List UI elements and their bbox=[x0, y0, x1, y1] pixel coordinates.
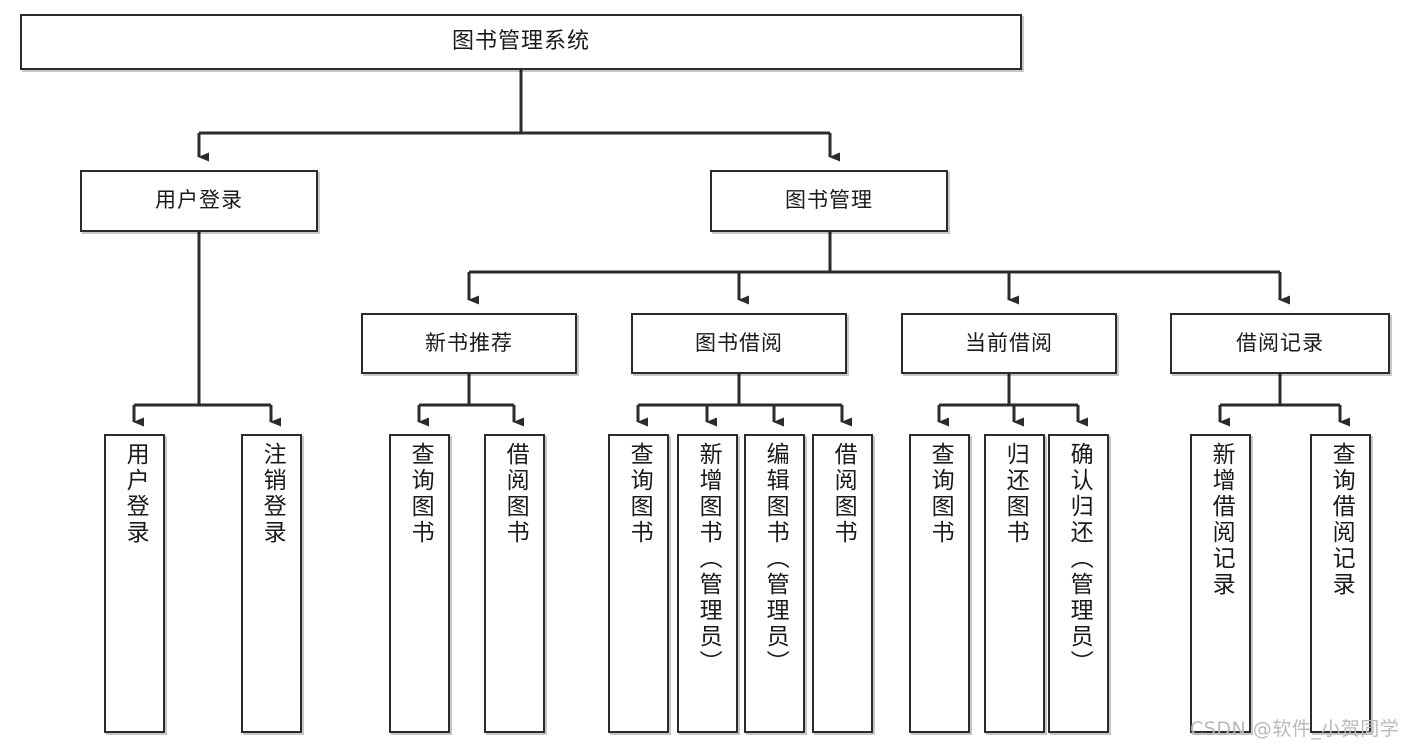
leaf-add-book-admin[interactable]: 新增图书（管理员） bbox=[677, 434, 738, 733]
leaf-borrow-book-newbook[interactable]: 借阅图书 bbox=[484, 434, 545, 733]
node-label: 查询借阅记录 bbox=[1328, 442, 1355, 598]
node-book-management[interactable]: 图书管理 bbox=[710, 170, 948, 232]
leaf-query-borrow-record[interactable]: 查询借阅记录 bbox=[1310, 434, 1371, 733]
node-label: 查询图书 bbox=[927, 442, 954, 546]
node-label: 新书推荐 bbox=[425, 330, 513, 355]
node-label: 图书管理系统 bbox=[451, 28, 590, 54]
leaf-confirm-return-admin[interactable]: 确认归还（管理员） bbox=[1048, 434, 1109, 733]
node-label: 编辑图书（管理员） bbox=[762, 442, 789, 676]
node-label: 借阅图书 bbox=[502, 442, 529, 546]
leaf-return-book[interactable]: 归还图书 bbox=[984, 434, 1045, 733]
node-label: 图书借阅 bbox=[695, 330, 783, 355]
node-label: 查询图书 bbox=[407, 442, 434, 546]
node-label: 图书管理 bbox=[785, 188, 873, 213]
leaf-add-borrow-record[interactable]: 新增借阅记录 bbox=[1190, 434, 1251, 733]
node-current-borrow[interactable]: 当前借阅 bbox=[901, 313, 1117, 374]
leaf-user-logout[interactable]: 注销登录 bbox=[241, 434, 302, 733]
node-label: 借阅图书 bbox=[830, 442, 857, 546]
node-label: 查询图书 bbox=[626, 442, 653, 546]
node-borrow-record[interactable]: 借阅记录 bbox=[1170, 313, 1390, 374]
leaf-query-book-borrow[interactable]: 查询图书 bbox=[608, 434, 669, 733]
node-new-book-recommend[interactable]: 新书推荐 bbox=[361, 313, 577, 374]
node-label: 用户登录 bbox=[155, 188, 243, 213]
leaf-edit-book-admin[interactable]: 编辑图书（管理员） bbox=[744, 434, 805, 733]
node-label: 借阅记录 bbox=[1236, 330, 1324, 355]
leaf-query-book-newbook[interactable]: 查询图书 bbox=[389, 434, 450, 733]
leaf-lend-book[interactable]: 借阅图书 bbox=[812, 434, 873, 733]
node-label: 当前借阅 bbox=[965, 330, 1053, 355]
node-label: 注销登录 bbox=[259, 442, 286, 546]
node-label: 用户登录 bbox=[122, 442, 149, 546]
watermark-text: CSDN @软件_小贺同学 bbox=[1190, 718, 1400, 740]
leaf-user-login[interactable]: 用户登录 bbox=[104, 434, 165, 733]
node-label: 确认归还（管理员） bbox=[1066, 442, 1093, 676]
node-label: 新增图书（管理员） bbox=[695, 442, 722, 676]
leaf-query-book-current[interactable]: 查询图书 bbox=[909, 434, 970, 733]
node-label: 归还图书 bbox=[1002, 442, 1029, 546]
node-book-borrow[interactable]: 图书借阅 bbox=[631, 313, 847, 374]
node-user-login[interactable]: 用户登录 bbox=[80, 170, 318, 232]
node-root-system[interactable]: 图书管理系统 bbox=[20, 14, 1022, 70]
node-label: 新增借阅记录 bbox=[1208, 442, 1235, 598]
